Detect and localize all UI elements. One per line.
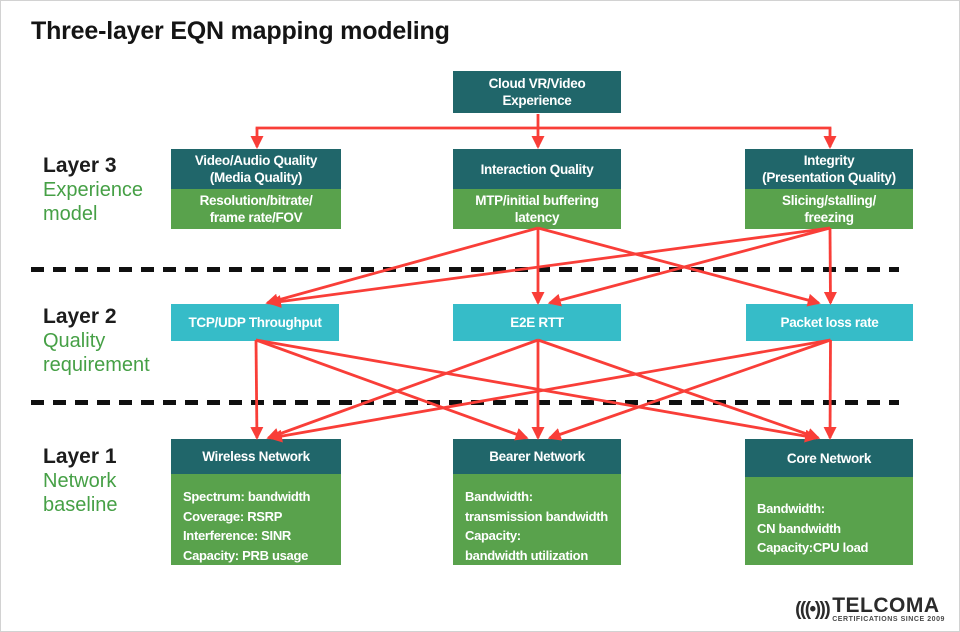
logo-tagline: CERTIFICATIONS SINCE 2009 bbox=[832, 616, 945, 623]
bearer-network-body: Bandwidth: transmission bandwidth Capaci… bbox=[453, 474, 621, 565]
interaction-quality-body: MTP/initial buffering latency bbox=[453, 189, 621, 229]
core-network-header: Core Network bbox=[745, 439, 913, 477]
logo-wordmark: TELCOMA bbox=[832, 594, 940, 617]
layer1-label-sub: Network baseline bbox=[43, 470, 118, 516]
media-quality-box: Video/Audio Quality (Media Quality) Reso… bbox=[171, 149, 341, 229]
layer2-label-sub: Quality requirement bbox=[43, 330, 150, 376]
packet-loss-rate-label: Packet loss rate bbox=[780, 315, 879, 330]
core-network-box: Core Network Bandwidth: CN bandwidth Cap… bbox=[745, 439, 913, 565]
layer3-label-sub: Experience model bbox=[43, 179, 144, 225]
dashed-separator-1 bbox=[31, 267, 899, 272]
media-quality-header: Video/Audio Quality (Media Quality) bbox=[171, 149, 341, 189]
layer1-label: Layer 1 Network baseline bbox=[43, 445, 118, 517]
integrity-header: Integrity (Presentation Quality) bbox=[745, 149, 913, 189]
layer3-label-main: Layer 3 bbox=[43, 154, 117, 177]
radio-waves-icon: (((•))) bbox=[795, 598, 831, 620]
media-quality-body: Resolution/bitrate/ frame rate/FOV bbox=[171, 189, 341, 229]
cloud-experience-label: Cloud VR/Video Experience bbox=[488, 76, 586, 108]
packet-loss-rate-box: Packet loss rate bbox=[746, 304, 913, 341]
layer1-label-main: Layer 1 bbox=[43, 445, 117, 468]
layer3-label: Layer 3 Experience model bbox=[43, 154, 143, 226]
wireless-network-box: Wireless Network Spectrum: bandwidth Cov… bbox=[171, 439, 341, 565]
bearer-network-header: Bearer Network bbox=[453, 439, 621, 474]
wireless-network-body: Spectrum: bandwidth Coverage: RSRP Inter… bbox=[171, 474, 341, 565]
integrity-body: Slicing/stalling/ freezing bbox=[745, 189, 913, 229]
interaction-quality-header: Interaction Quality bbox=[453, 149, 621, 189]
tcp-udp-throughput-box: TCP/UDP Throughput bbox=[171, 304, 339, 341]
e2e-rtt-label: E2E RTT bbox=[510, 315, 564, 330]
integrity-box: Integrity (Presentation Quality) Slicing… bbox=[745, 149, 913, 229]
core-network-body: Bandwidth: CN bandwidth Capacity:CPU loa… bbox=[745, 477, 913, 565]
layer2-label: Layer 2 Quality requirement bbox=[43, 305, 150, 377]
interaction-quality-box: Interaction Quality MTP/initial bufferin… bbox=[453, 149, 621, 229]
tcp-udp-throughput-label: TCP/UDP Throughput bbox=[188, 315, 322, 330]
wireless-network-header: Wireless Network bbox=[171, 439, 341, 474]
cloud-experience-box: Cloud VR/Video Experience bbox=[453, 71, 621, 113]
bearer-network-box: Bearer Network Bandwidth: transmission b… bbox=[453, 439, 621, 565]
e2e-rtt-box: E2E RTT bbox=[453, 304, 621, 341]
diagram-title: Three-layer EQN mapping modeling bbox=[31, 17, 450, 45]
telcoma-logo: (((•))) TELCOMA CERTIFICATIONS SINCE 200… bbox=[795, 594, 945, 623]
layer2-label-main: Layer 2 bbox=[43, 305, 117, 328]
dashed-separator-2 bbox=[31, 400, 899, 405]
